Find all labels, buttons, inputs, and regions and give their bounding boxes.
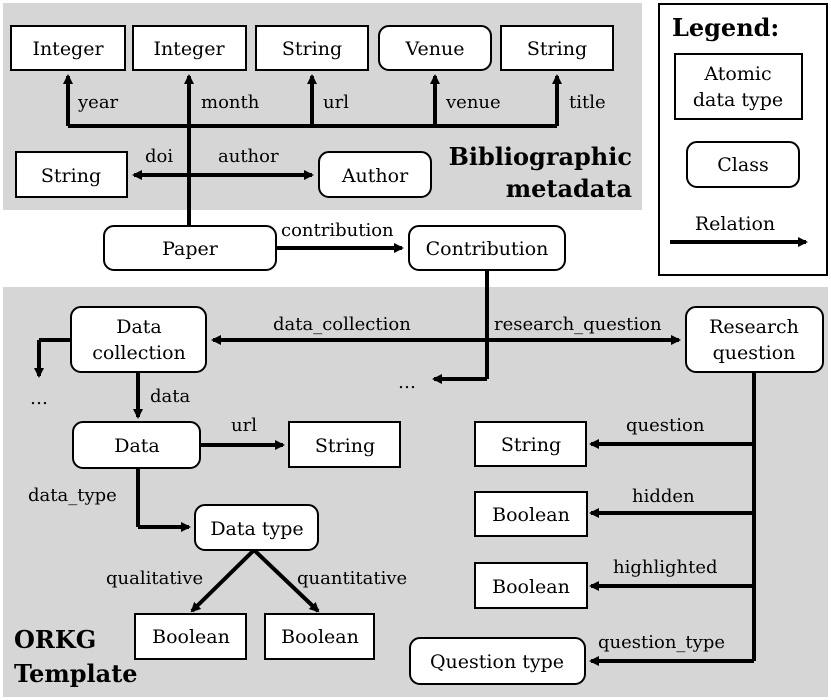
svg-text:String: String bbox=[527, 38, 587, 60]
relation-question-type: question_type bbox=[598, 632, 725, 653]
node-hidden-type: Boolean bbox=[474, 491, 588, 537]
relation-contribution: contribution bbox=[281, 220, 394, 241]
legend-class-box bbox=[686, 141, 800, 188]
relation-doi: doi bbox=[145, 146, 173, 167]
relation-data-url: url bbox=[231, 415, 257, 436]
svg-text:Integer: Integer bbox=[32, 38, 104, 60]
legend-atomic-line1: Atomic bbox=[703, 63, 771, 85]
relation-qualitative: qualitative bbox=[106, 568, 203, 589]
node-highlighted-type: Boolean bbox=[474, 562, 588, 609]
svg-text:Paper: Paper bbox=[162, 238, 219, 260]
node-data: Data bbox=[72, 421, 201, 469]
relation-quantitative: quantitative bbox=[297, 568, 407, 589]
node-contribution: Contribution bbox=[408, 225, 566, 271]
legend-relation-label: Relation bbox=[695, 213, 775, 235]
relation-data: data bbox=[150, 386, 190, 407]
legend-title: Legend: bbox=[672, 13, 779, 42]
orkg-connectors bbox=[34, 270, 756, 666]
ellipsis-center: … bbox=[398, 372, 416, 393]
node-data-type: Data type bbox=[194, 504, 319, 551]
relation-month: month bbox=[201, 92, 260, 113]
svg-text:String: String bbox=[315, 435, 375, 457]
node-url-type: String bbox=[255, 25, 369, 71]
relation-venue: venue bbox=[445, 92, 501, 113]
relation-research-question: research_question bbox=[494, 314, 662, 335]
orkg-title-line2: Template bbox=[14, 659, 138, 688]
relation-author: author bbox=[218, 146, 279, 167]
legend: Legend: Atomic data type Class Relation bbox=[658, 3, 828, 276]
svg-text:Data: Data bbox=[114, 435, 160, 457]
svg-text:question: question bbox=[713, 342, 796, 364]
svg-text:String: String bbox=[41, 165, 101, 187]
svg-text:Boolean: Boolean bbox=[281, 626, 359, 648]
ellipsis-left: … bbox=[30, 388, 48, 409]
node-research-question: Research question bbox=[685, 306, 824, 373]
relation-title: title bbox=[569, 92, 606, 113]
node-venue-type: Venue bbox=[378, 25, 492, 71]
relation-url: url bbox=[323, 92, 349, 113]
node-data-collection: Data collection bbox=[70, 306, 207, 373]
svg-text:collection: collection bbox=[92, 342, 186, 364]
orkg-title-line1: ORKG bbox=[14, 625, 96, 654]
relation-data-collection: data_collection bbox=[273, 314, 411, 335]
svg-text:Author: Author bbox=[341, 165, 409, 187]
svg-text:Data: Data bbox=[116, 316, 162, 338]
bibliographic-title-line1: Bibliographic bbox=[449, 142, 632, 171]
node-title-type: String bbox=[500, 25, 614, 71]
node-question-type: Question type bbox=[409, 637, 586, 685]
node-paper: Paper bbox=[103, 225, 277, 271]
svg-text:Boolean: Boolean bbox=[492, 576, 570, 598]
svg-text:String: String bbox=[282, 38, 342, 60]
svg-text:Data type: Data type bbox=[210, 518, 303, 540]
svg-text:Integer: Integer bbox=[153, 38, 225, 60]
legend-class-label: Class bbox=[717, 154, 768, 176]
svg-text:String: String bbox=[501, 434, 561, 456]
node-question-type-string: String bbox=[474, 421, 587, 467]
relation-data-type: data_type bbox=[28, 485, 117, 506]
node-data-url-type: String bbox=[288, 421, 401, 468]
relation-hidden: hidden bbox=[632, 486, 695, 507]
svg-text:Contribution: Contribution bbox=[426, 238, 549, 260]
node-year-type: Integer bbox=[10, 25, 126, 71]
svg-text:Venue: Venue bbox=[405, 38, 465, 60]
legend-atomic-line2: data type bbox=[693, 89, 783, 111]
relation-highlighted: highlighted bbox=[613, 557, 718, 578]
node-month-type: Integer bbox=[132, 25, 247, 71]
svg-text:Research: Research bbox=[709, 316, 799, 338]
node-doi-type: String bbox=[15, 151, 128, 198]
relation-year: year bbox=[77, 92, 119, 113]
legend-atomic-box bbox=[674, 53, 803, 120]
node-quantitative-type: Boolean bbox=[264, 613, 375, 660]
svg-text:Boolean: Boolean bbox=[152, 626, 230, 648]
bibliographic-connectors bbox=[63, 74, 562, 253]
node-qualitative-type: Boolean bbox=[134, 613, 247, 660]
node-author: Author bbox=[318, 151, 432, 198]
bibliographic-title-line2: metadata bbox=[506, 174, 632, 203]
svg-text:Boolean: Boolean bbox=[492, 504, 570, 526]
relation-question: question bbox=[626, 415, 705, 436]
svg-text:Question type: Question type bbox=[430, 651, 564, 673]
